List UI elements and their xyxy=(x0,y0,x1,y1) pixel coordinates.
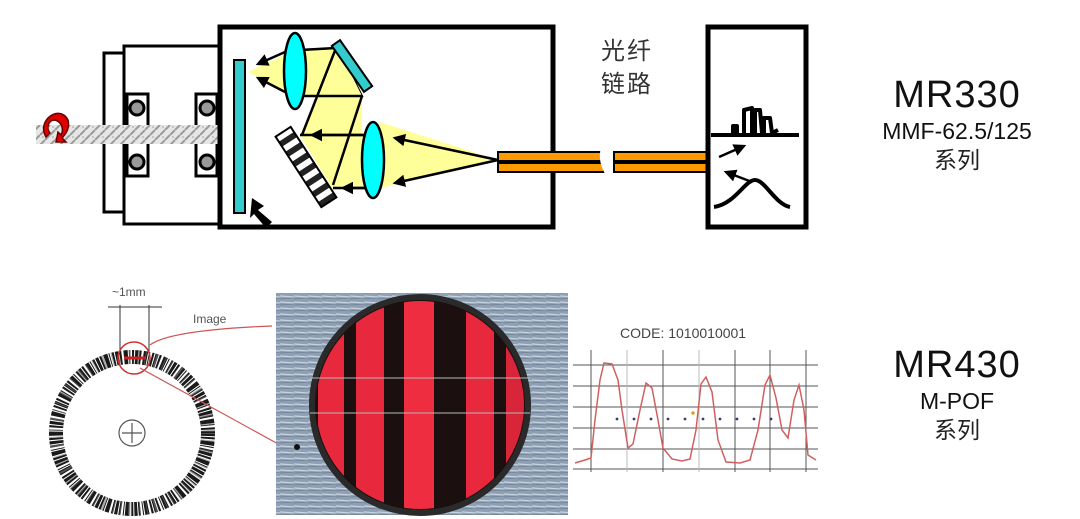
mr330-model-label: MR330 MMF-62.5/125 系列 xyxy=(852,74,1062,176)
digital-signal-icon xyxy=(731,106,779,135)
mirror xyxy=(330,38,374,94)
mr330-encoder-diagram xyxy=(36,24,809,230)
code-disc xyxy=(233,59,246,214)
fiber-type: MMF-62.5/125 xyxy=(882,118,1032,144)
rotation-arrow-icon xyxy=(43,112,70,143)
image-label: Image xyxy=(193,312,227,326)
scale-label: ~1mm xyxy=(112,285,146,299)
analog-signal-icon xyxy=(713,177,791,209)
beam-paths xyxy=(255,46,499,195)
model-name: MR430 xyxy=(893,344,1021,386)
signal-line xyxy=(574,362,817,464)
code-label: CODE: 1010010001 xyxy=(620,325,747,341)
upper-lens xyxy=(282,31,308,111)
mr430-code-ring-diagram xyxy=(49,293,818,516)
model-name: MR330 xyxy=(893,74,1021,116)
series-label: 系列 xyxy=(934,148,980,174)
series-label: 系列 xyxy=(934,418,980,444)
bit-sample-dots xyxy=(615,417,773,421)
fiber-link-label: 光纤 链路 xyxy=(601,35,653,101)
lower-lens xyxy=(360,120,386,200)
exit-arrow-icon xyxy=(250,198,272,228)
fiber-type: M-POF xyxy=(919,388,995,414)
center-crosshair-icon xyxy=(118,419,146,447)
fiber-link xyxy=(497,147,718,178)
fiber-label-line1: 光纤 xyxy=(601,37,653,65)
fiber-endface-photo xyxy=(276,293,568,516)
signal-chart xyxy=(573,350,818,472)
hatched-reflector xyxy=(274,125,338,209)
rotating-shaft xyxy=(36,125,248,144)
mr430-model-label: MR430 M-POF 系列 xyxy=(852,344,1062,446)
fiber-label-line2: 链路 xyxy=(601,70,653,98)
